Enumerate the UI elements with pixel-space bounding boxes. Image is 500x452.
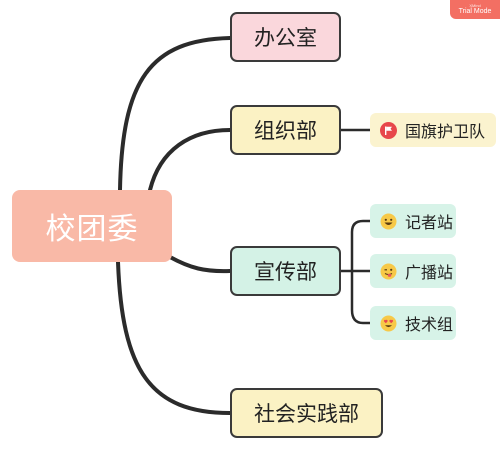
subtopic-tech-group[interactable]: 技术组 bbox=[370, 306, 456, 340]
connector-root-office bbox=[118, 36, 232, 192]
subtopic-reporter-station[interactable]: 记者站 bbox=[370, 204, 456, 238]
connector-publicity-reporter bbox=[350, 219, 372, 273]
winking-tongue-face-icon bbox=[380, 263, 397, 280]
trial-mode-badge: XMind Trial Mode bbox=[450, 0, 500, 19]
connector-publicity-tech bbox=[350, 269, 372, 325]
root-topic-label: 校团委 bbox=[45, 212, 139, 247]
root-topic[interactable]: 校团委 bbox=[12, 190, 172, 262]
heart-eyes-face-icon bbox=[380, 315, 397, 332]
connector-root-organization bbox=[148, 128, 232, 192]
topic-publicity-label: 宣传部 bbox=[254, 260, 317, 284]
connector-root-publicity bbox=[168, 255, 232, 274]
subtopic-flag-guard-label: 国旗护卫队 bbox=[405, 122, 486, 141]
smiling-face-icon bbox=[380, 213, 397, 230]
watermark-brand: XMind bbox=[469, 3, 481, 8]
watermark-label: Trial Mode bbox=[458, 8, 492, 15]
subtopic-reporter-station-label: 记者站 bbox=[405, 213, 454, 232]
subtopic-tech-group-label: 技术组 bbox=[405, 315, 454, 334]
topic-organization-label: 组织部 bbox=[254, 119, 317, 143]
subtopic-broadcast-station[interactable]: 广播站 bbox=[370, 254, 456, 288]
topic-publicity[interactable]: 宣传部 bbox=[230, 246, 341, 296]
topic-organization[interactable]: 组织部 bbox=[230, 105, 341, 155]
topic-office-label: 办公室 bbox=[254, 26, 317, 50]
flag-icon bbox=[380, 121, 397, 139]
topic-office[interactable]: 办公室 bbox=[230, 12, 341, 62]
connector-root-social-practice bbox=[116, 260, 232, 415]
topic-social-practice-label: 社会实践部 bbox=[254, 402, 359, 426]
subtopic-flag-guard[interactable]: 国旗护卫队 bbox=[370, 113, 496, 147]
topic-social-practice[interactable]: 社会实践部 bbox=[230, 388, 383, 438]
subtopic-broadcast-station-label: 广播站 bbox=[405, 263, 454, 282]
